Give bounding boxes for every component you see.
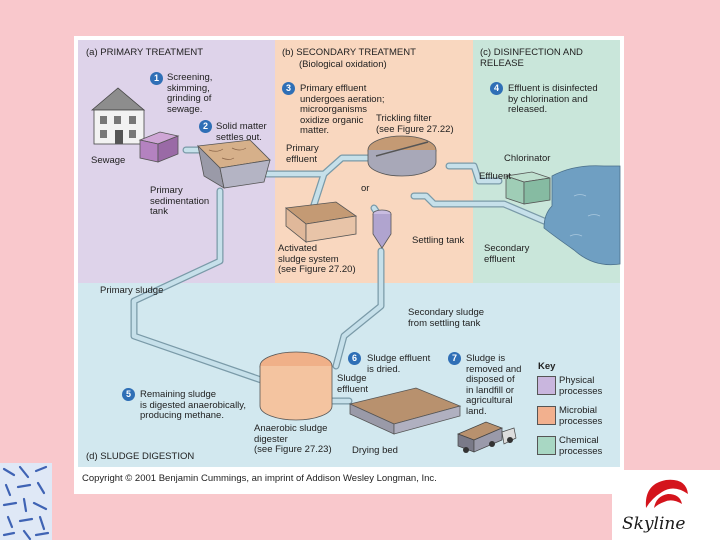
key-label-chemical: Chemical processes xyxy=(559,435,603,457)
trickling-filter-icon xyxy=(367,135,437,177)
primary-sludge-label: Primary sludge xyxy=(100,285,164,296)
key-label-microbial: Microbial processes xyxy=(559,405,603,427)
activated-sludge-icon xyxy=(285,201,358,243)
disinfection-title: (c) DISINFECTION AND RELEASE xyxy=(480,47,583,69)
sludge-digestion-panel xyxy=(78,283,620,467)
chlorinator-icon xyxy=(505,171,551,205)
step-4-text: Effluent is disinfected by chlorination … xyxy=(508,83,598,115)
effluent-label: Effluent xyxy=(479,171,512,182)
bacteria-image xyxy=(0,463,52,540)
lake-icon xyxy=(543,165,621,266)
primary-tank-label: Primary sedimentation tank xyxy=(150,185,210,217)
or-label: or xyxy=(361,183,370,194)
screening-box-icon xyxy=(138,131,180,163)
primary-treatment-title: (a) PRIMARY TREATMENT xyxy=(86,47,204,58)
secondary-sludge-label: Secondary sludge from settling tank xyxy=(408,307,485,329)
drying-bed-icon xyxy=(348,387,462,435)
key-title: Key xyxy=(538,361,556,372)
settling-tank-icon xyxy=(372,209,392,249)
key-swatch-microbial xyxy=(537,406,556,425)
settling-tank-label: Settling tank xyxy=(412,235,465,246)
process-illustration xyxy=(90,87,621,453)
sludge-effluent-label: Sludge effluent xyxy=(337,373,368,395)
primary-tank-icon xyxy=(197,139,271,189)
digester-icon xyxy=(259,351,333,421)
key-swatch-chemical xyxy=(537,436,556,455)
skyline-logo-text: Skyline xyxy=(622,514,686,534)
skyline-logo: Skyline xyxy=(612,470,720,540)
secondary-effluent-label: Secondary effluent xyxy=(484,243,530,265)
secondary-treatment-title: (b) SECONDARY TREATMENT xyxy=(282,47,416,58)
step-1-text: Screening, skimming, grinding of sewage. xyxy=(167,72,213,115)
chlorinator-label: Chlorinator xyxy=(504,153,551,164)
sewage-label: Sewage xyxy=(91,155,126,166)
activated-sludge-label: Activated sludge system (see Figure 27.2… xyxy=(278,243,356,275)
step-6-text: Sludge effluent is dried. xyxy=(367,353,431,375)
skyline-logo-mark xyxy=(645,479,688,508)
copyright-text: Copyright © 2001 Benjamin Cummings, an i… xyxy=(82,473,437,484)
step-2-text: Solid matter settles out. xyxy=(216,121,267,143)
step-5-badge: 5 xyxy=(122,388,135,401)
diagram-figure: (a) PRIMARY TREATMENT (b) SECONDARY TREA… xyxy=(74,36,624,494)
step-7-badge: 7 xyxy=(448,352,461,365)
trickling-filter-label: Trickling filter (see Figure 27.22) xyxy=(376,113,454,135)
secondary-treatment-subtitle: (Biological oxidation) xyxy=(299,59,387,70)
key-label-physical: Physical processes xyxy=(559,375,603,397)
step-7-text: Sludge is removed and disposed of in lan… xyxy=(466,353,522,417)
truck-icon xyxy=(457,421,517,453)
key-swatch-physical xyxy=(537,376,556,395)
step-1-badge: 1 xyxy=(150,72,163,85)
primary-effluent-label: Primary effluent xyxy=(286,143,319,165)
sludge-digestion-title: (d) SLUDGE DIGESTION xyxy=(86,451,195,462)
step-3-badge: 3 xyxy=(282,82,295,95)
drying-bed-label: Drying bed xyxy=(352,445,398,456)
step-6-badge: 6 xyxy=(348,352,361,365)
house-icon xyxy=(90,87,146,145)
step-3-text: Primary effluent undergoes aeration; mic… xyxy=(300,83,385,136)
digester-label: Anaerobic sludge digester (see Figure 27… xyxy=(254,423,332,455)
step-4-badge: 4 xyxy=(490,82,503,95)
step-5-text: Remaining sludge is digested anaerobical… xyxy=(140,389,246,421)
step-2-badge: 2 xyxy=(199,120,212,133)
